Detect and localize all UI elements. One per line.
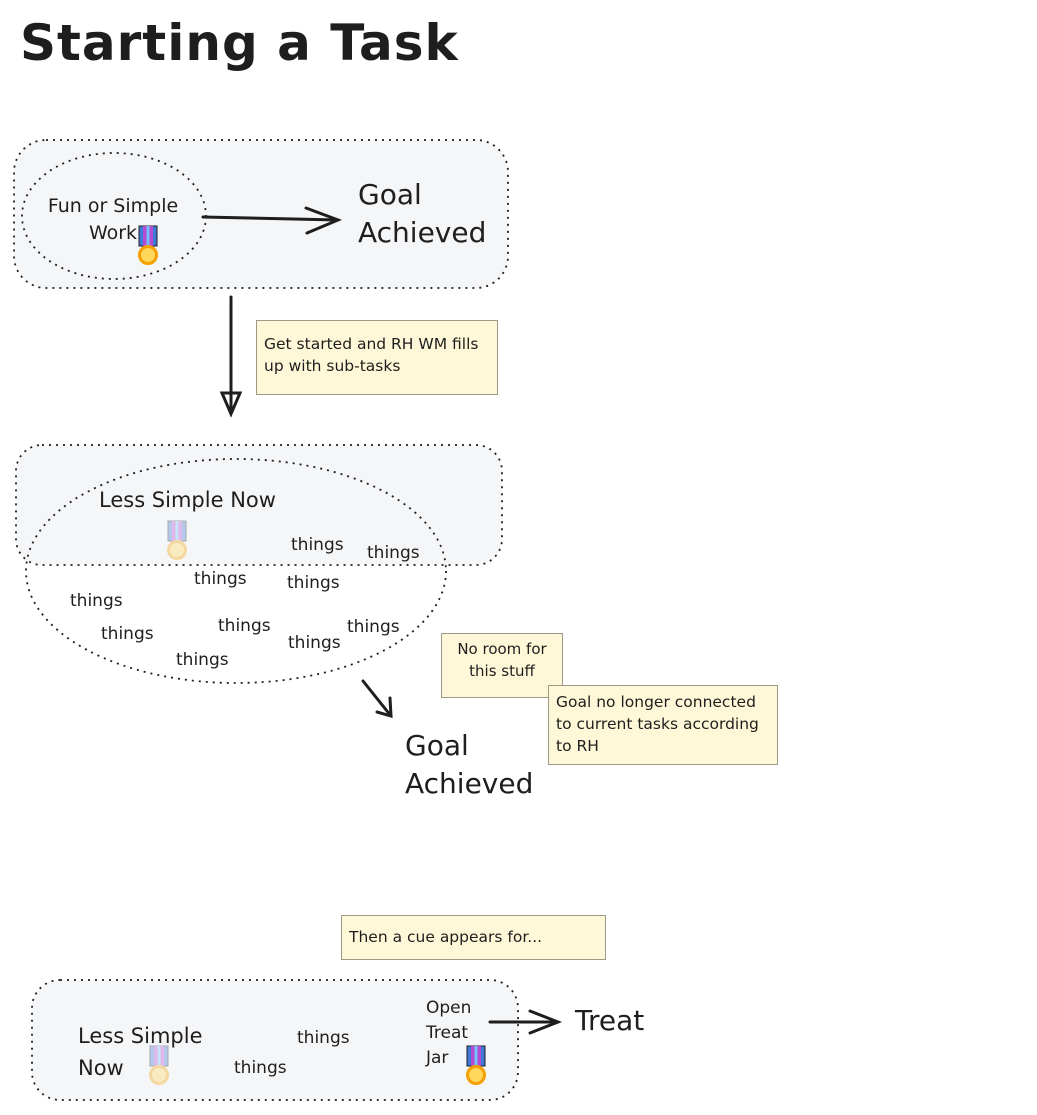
- fun-or-simple-label: Fun or Simple Work: [47, 195, 179, 244]
- thing-word: things: [297, 1028, 350, 1048]
- arrow-to-goal-1: [201, 206, 343, 235]
- goal-achieved-1: Goal Achieved: [358, 178, 487, 249]
- frame-fun-or-simple: [13, 139, 509, 289]
- treat-label: Treat: [575, 1004, 645, 1037]
- open-treat-jar-label: Open Treat Jar: [426, 998, 472, 1068]
- thing-word: things: [70, 591, 123, 611]
- note-get-started: Get started and RH WM fills up with sub-…: [256, 320, 498, 395]
- medal-icon-faded: [166, 519, 188, 560]
- thing-word: things: [194, 569, 247, 589]
- thing-word: things: [288, 633, 341, 653]
- goal-achieved-2: Goal Achieved: [405, 729, 534, 800]
- thing-word: things: [218, 616, 271, 636]
- thing-word: things: [287, 573, 340, 593]
- thing-word: things: [101, 624, 154, 644]
- arrow-down: [219, 295, 243, 418]
- note-no-room: No room for this stuff: [441, 633, 563, 698]
- note-goal-disconnected: Goal no longer connected to current task…: [548, 685, 778, 765]
- thing-word: things: [234, 1058, 287, 1078]
- less-simple-now-label-2: Less Simple Now: [78, 1024, 203, 1080]
- arrow-to-treat: [488, 1009, 563, 1035]
- frame-less-simple: [15, 444, 503, 566]
- ellipse-less-simple: [25, 458, 447, 684]
- thing-word: things: [367, 543, 420, 563]
- thing-word: things: [347, 617, 400, 637]
- arrow-to-goal-2: [361, 679, 393, 719]
- thing-word: things: [291, 535, 344, 555]
- page-title: Starting a Task: [20, 14, 459, 72]
- thing-word: things: [176, 650, 229, 670]
- less-simple-now-label: Less Simple Now: [99, 488, 276, 512]
- note-cue-appears: Then a cue appears for...: [341, 915, 606, 960]
